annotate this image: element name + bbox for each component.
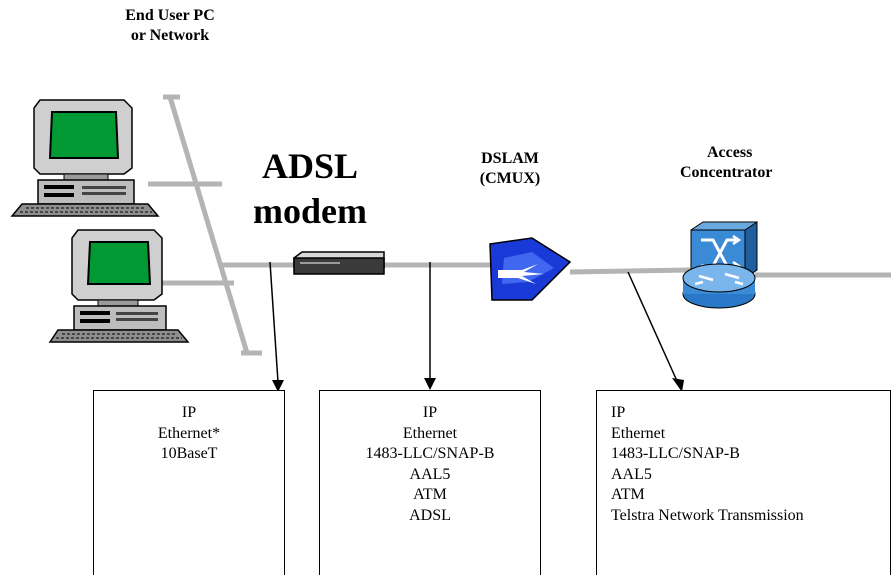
stack-layer: Ethernet* [157, 424, 221, 442]
adsl-modem-label: ADSL modem [253, 146, 367, 231]
modem-protocol-stack: IP Ethernet* 10BaseT [93, 390, 285, 575]
access-concentrator-label: Access Concentrator [680, 144, 773, 181]
dslam-protocol-stack: IP Ethernet 1483-LLC/SNAP-B AAL5 ATM ADS… [319, 390, 541, 575]
stack-layer: Ethernet [402, 424, 458, 442]
dslam-to-concentrator-link [569, 267, 691, 275]
modem-stack-arrow [269, 261, 279, 383]
stack-layer: IP [422, 404, 438, 421]
concentrator-protocol-stack: IP Ethernet 1483-LLC/SNAP-B AAL5 ATM Tel… [596, 390, 891, 575]
stack-layer: ADSL [409, 506, 451, 524]
dslam-device-icon [489, 237, 572, 301]
lan-backbone-line [167, 96, 250, 354]
stack-pointers [269, 261, 684, 392]
stack-layer: ATM [413, 486, 447, 503]
adsl-modem-icon [293, 251, 385, 275]
desktop-computer-icon [10, 99, 160, 217]
stack-layer: AAL5 [611, 465, 652, 483]
stack-layer: IP [611, 404, 626, 421]
stack-layer: Telstra Network Transmission [611, 506, 804, 524]
stack-layer: Ethernet [611, 424, 666, 442]
stack-layer: AAL5 [409, 465, 451, 483]
network-links [148, 94, 891, 356]
concentrator-stack-arrow [627, 271, 678, 382]
dslam-label: DSLAM (CMUX) [479, 150, 541, 187]
end-user-label: End User PC or Network [125, 7, 215, 44]
stack-layer: ATM [611, 486, 645, 503]
stack-layer: 10BaseT [160, 445, 218, 462]
stack-layer: IP [181, 404, 197, 421]
router-switch-icon [682, 221, 758, 309]
stack-layer: 1483-LLC/SNAP-B [611, 445, 740, 462]
stack-layer: 1483-LLC/SNAP-B [365, 445, 495, 462]
desktop-computer-icon [48, 229, 190, 343]
